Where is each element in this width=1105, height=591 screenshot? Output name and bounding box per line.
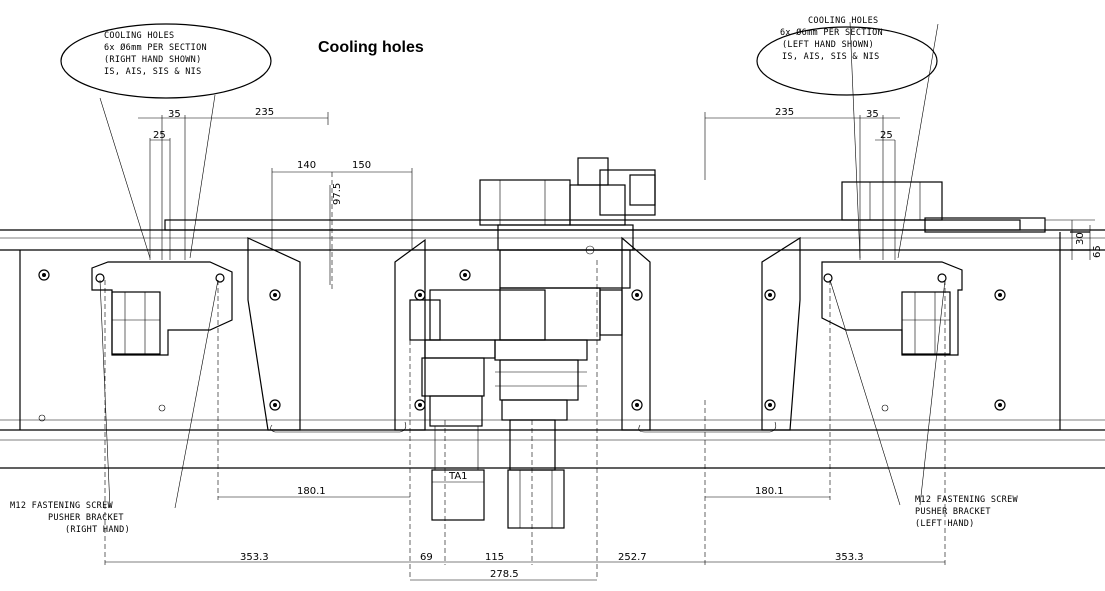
dim-69: 69 [420,552,433,563]
left-screw-line-1: M12 FASTENING SCREW [10,501,114,511]
dim-65: 65 [1092,245,1103,258]
left-pusher-bracket [91,261,233,356]
dim-353-3-left: 353.3 [240,552,269,563]
left-screw-line-3: (RIGHT HAND) [65,525,130,535]
drawing-title: Cooling holes [318,39,424,56]
dim-252-7: 252.7 [618,552,647,563]
dim-25-right: 25 [880,130,893,141]
right-callout-line-2: 6x Ø6mm PER SECTION [780,27,883,38]
dim-35-right: 35 [866,109,879,120]
right-screw-line-3: (LEFT HAND) [915,519,975,529]
dim-180-1-right: 180.1 [755,486,784,497]
central-mechanism [409,157,656,529]
dim-353-3-right: 353.3 [835,552,864,563]
right-screw-line-1: M12 FASTENING SCREW [915,495,1019,505]
leader-lines [99,21,946,509]
right-pusher-bracket [821,261,963,356]
left-screw-line-2: PUSHER BRACKET [48,513,124,523]
dim-35-left: 35 [168,109,181,120]
right-top-box [841,181,943,221]
dim-ta1: TA1 [448,471,468,482]
left-callout-line-1: COOLING HOLES [104,31,174,41]
machine-body [0,217,1105,469]
right-callout-line-1: COOLING HOLES [808,16,878,26]
dim-180-1-left: 180.1 [297,486,326,497]
left-callout-line-3: (RIGHT HAND SHOWN) [104,55,202,65]
left-callout-ellipse [60,23,272,99]
dim-25-left: 25 [153,130,166,141]
dimension-lines [104,112,1095,581]
dim-115: 115 [485,552,504,563]
dim-235-left: 235 [255,107,274,118]
bolts [38,245,1006,422]
dim-278-5: 278.5 [490,569,519,580]
right-callout-line-4: IS, AIS, SIS & NIS [782,52,880,62]
right-support-plate [621,236,801,433]
left-callout-line-2: 6x Ø6mm PER SECTION [104,42,207,53]
dim-150: 150 [352,160,371,171]
dim-30: 30 [1075,232,1086,245]
left-callout-line-4: IS, AIS, SIS & NIS [104,67,202,77]
right-callout-line-3: (LEFT HAND SHOWN) [782,40,874,50]
left-support-plate [247,237,426,433]
dim-97-5: 97.5 [332,183,343,205]
dim-140: 140 [297,160,316,171]
right-screw-line-2: PUSHER BRACKET [915,507,991,517]
dim-235-right: 235 [775,107,794,118]
right-callout-ellipse [756,26,938,96]
